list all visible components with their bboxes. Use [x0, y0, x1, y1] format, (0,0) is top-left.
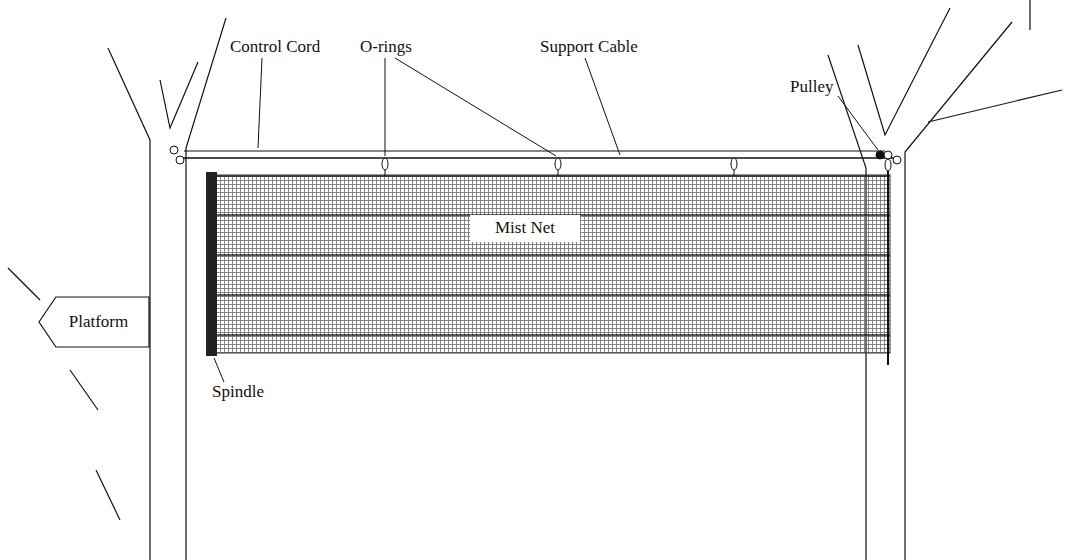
- part-label: Support Cable: [540, 38, 638, 57]
- part-label: Pulley: [790, 78, 833, 97]
- left-tree: [8, 18, 226, 560]
- part-label: Control Cord: [230, 38, 320, 57]
- node-text: Mist Net: [495, 219, 555, 238]
- platform-outline-shape: [39, 297, 149, 347]
- spindle: [206, 172, 217, 356]
- control-cord: [184, 151, 885, 152]
- support-cable: [180, 157, 895, 159]
- platform-shape: Platform: [38, 296, 150, 348]
- part-label: O-rings: [360, 38, 412, 57]
- o-ring-ties: [385, 170, 734, 176]
- node-text: Platform: [69, 313, 129, 332]
- o-ring-set: [382, 158, 891, 171]
- right-pulleys: [876, 151, 901, 164]
- right-pole: [887, 160, 889, 365]
- net-label-box: Mist Net: [470, 215, 580, 242]
- part-label: Spindle: [212, 383, 264, 402]
- left-pulleys: [170, 146, 184, 164]
- net-shelf-strings: [210, 176, 890, 335]
- net-mesh: [210, 175, 890, 353]
- leader-lines: [214, 58, 878, 382]
